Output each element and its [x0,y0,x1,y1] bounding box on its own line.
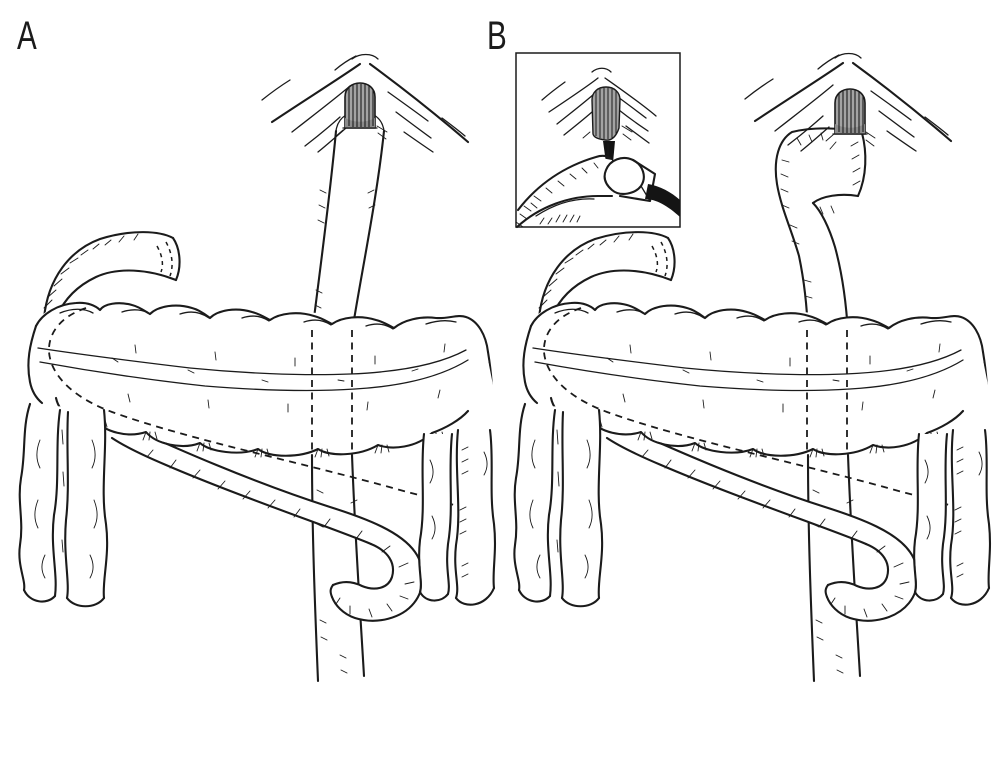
panel-a-label: A [17,14,37,58]
panel-b-label: B [487,14,507,58]
stump-frays-b [825,131,876,150]
inset-colon-conduit [515,154,616,229]
anastomosis-inset [515,52,681,229]
inset-hiatus [541,67,657,144]
circular-stapler [603,156,680,217]
stump-frays-a [335,125,388,140]
panel-a [18,53,498,683]
stapler-shaft [645,184,680,217]
inset-esophageal-stump [582,86,633,141]
panel-b [513,52,993,683]
